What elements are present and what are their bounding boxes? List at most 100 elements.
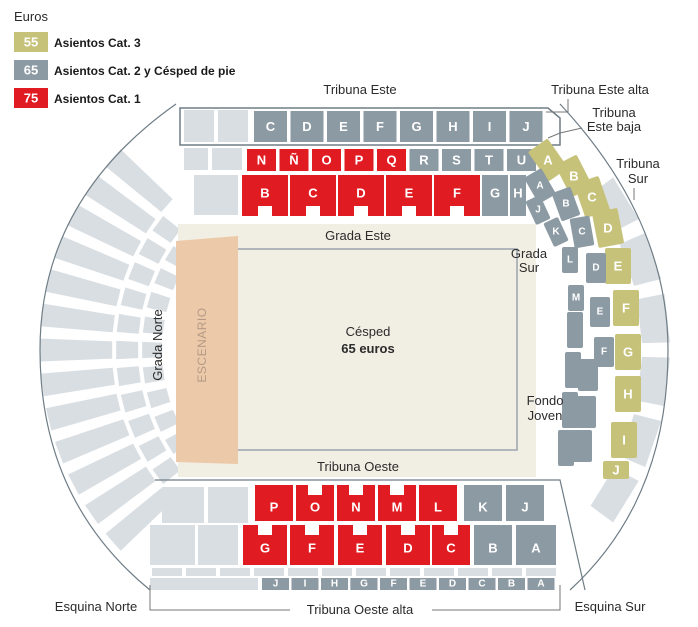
section-label: A — [531, 541, 541, 556]
legend-price: 75 — [24, 91, 38, 106]
section-oeste-alta-G[interactable] — [350, 578, 378, 590]
section-este-alta-D[interactable] — [290, 111, 324, 142]
section-oeste-J[interactable] — [506, 485, 544, 521]
outline-north — [39, 103, 177, 591]
section-oeste-alta-F[interactable] — [380, 578, 407, 590]
section-sur-mid-B[interactable] — [551, 186, 580, 221]
section-oeste-alta-B[interactable] — [498, 578, 525, 590]
section-oeste-alta-C[interactable] — [468, 578, 496, 590]
section-este-alta-H[interactable] — [436, 111, 470, 142]
section-label: J — [273, 579, 279, 590]
tunnel — [444, 525, 458, 535]
section-oeste-alta-H[interactable] — [321, 578, 348, 590]
section-oeste-alta-J[interactable] — [262, 578, 289, 590]
section-este-baja-R[interactable] — [409, 149, 439, 171]
inactive-block — [128, 262, 155, 287]
section-oeste-alta-E[interactable] — [409, 578, 437, 590]
section-este-baja2-H[interactable] — [510, 175, 526, 216]
section-fondo-joven[interactable] — [558, 430, 574, 466]
section-sur-mid-C[interactable] — [569, 215, 595, 249]
section-este-baja-O[interactable] — [312, 149, 341, 171]
section-este-alta-C[interactable] — [254, 111, 287, 142]
section-este-baja-Q[interactable] — [377, 149, 406, 171]
label-grada-sur-1: Grada — [511, 246, 548, 261]
section-label: D — [302, 119, 311, 134]
section-sur-alta-F[interactable] — [613, 290, 639, 326]
section-sur-mid-extra[interactable] — [572, 430, 592, 462]
label-cesped-price: 65 euros — [341, 341, 394, 356]
section-sur-alta-D[interactable] — [592, 208, 624, 248]
section-fondo-joven[interactable] — [567, 312, 583, 348]
section-sur-alta-J[interactable] — [603, 461, 629, 479]
section-este-baja-N[interactable] — [247, 149, 276, 171]
section-label: N — [351, 500, 360, 515]
section-sur-alta-H[interactable] — [615, 376, 641, 412]
section-label: G — [490, 186, 500, 201]
section-oeste-K[interactable] — [464, 485, 502, 521]
inactive-block — [218, 110, 248, 142]
section-oeste-alta-A[interactable] — [527, 578, 555, 590]
label-tribuna-este-baja-2: Este baja — [587, 119, 642, 134]
section-label: Q — [386, 153, 396, 168]
inactive-block — [54, 419, 130, 464]
section-sur-inner-K[interactable] — [543, 217, 569, 247]
section-label: R — [419, 153, 429, 168]
section-este-alta-I[interactable] — [473, 111, 506, 142]
section-label: L — [434, 500, 442, 515]
section-oeste-alta-D[interactable] — [439, 578, 466, 590]
section-sur-alta-G[interactable] — [615, 334, 641, 370]
label-grada-este: Grada Este — [325, 228, 391, 243]
section-label: F — [601, 347, 607, 358]
section-sur-mid-E[interactable] — [590, 297, 610, 327]
tunnel — [401, 525, 415, 535]
inactive-strip — [492, 568, 522, 576]
section-este-alta-F[interactable] — [363, 111, 397, 142]
section-este-baja-S[interactable] — [442, 149, 471, 171]
section-sur-alta-C[interactable] — [574, 176, 610, 219]
section-label: E — [405, 186, 414, 201]
tunnel — [306, 206, 320, 216]
inactive-block — [152, 457, 181, 485]
inactive-block — [120, 287, 147, 310]
section-label: K — [552, 227, 560, 238]
section-este-baja-Ñ[interactable] — [279, 149, 309, 171]
section-este-alta-G[interactable] — [400, 111, 433, 142]
section-sur-mid-A[interactable] — [524, 168, 556, 204]
section-oeste-alta-I[interactable] — [291, 578, 319, 590]
inactive-block — [590, 468, 639, 523]
section-oeste2-A[interactable] — [516, 525, 556, 565]
section-sur-inner-J[interactable] — [525, 195, 551, 225]
section-sur-mid-extra[interactable] — [578, 359, 598, 391]
section-sur-alta-I[interactable] — [611, 422, 637, 458]
section-oeste-P[interactable] — [255, 485, 293, 521]
section-label: E — [420, 579, 427, 590]
section-este-alta-E[interactable] — [327, 111, 360, 142]
section-label: E — [339, 119, 348, 134]
section-este-alta-J[interactable] — [509, 111, 543, 142]
inactive-block — [138, 436, 167, 462]
section-label: B — [508, 579, 515, 590]
section-oeste-L[interactable] — [419, 485, 457, 521]
section-fondo-joven[interactable] — [565, 352, 581, 388]
section-este-baja-U[interactable] — [507, 149, 536, 171]
section-sur-alta-E[interactable] — [605, 248, 631, 284]
section-fondo-joven[interactable] — [562, 392, 578, 428]
section-label: D — [592, 263, 599, 274]
section-sur-inner-L[interactable] — [562, 247, 578, 273]
inactive-block — [85, 175, 156, 234]
label-esquina-norte: Esquina Norte — [55, 599, 137, 614]
section-oeste2-B[interactable] — [474, 525, 512, 565]
section-sur-inner-M[interactable] — [568, 285, 584, 311]
section-este-baja2-G[interactable] — [482, 175, 508, 216]
section-sur-alta-A[interactable] — [528, 138, 568, 181]
section-label: S — [452, 153, 461, 168]
section-sur-mid-extra[interactable] — [576, 396, 596, 428]
label-tribuna-oeste: Tribuna Oeste — [317, 459, 399, 474]
section-label: L — [567, 255, 573, 266]
tunnel — [353, 525, 367, 535]
section-sur-mid-F[interactable] — [594, 337, 614, 367]
section-sur-mid-D[interactable] — [586, 253, 606, 283]
section-este-baja-T[interactable] — [474, 149, 504, 171]
section-este-baja-P[interactable] — [344, 149, 374, 171]
section-label: F — [390, 579, 396, 590]
